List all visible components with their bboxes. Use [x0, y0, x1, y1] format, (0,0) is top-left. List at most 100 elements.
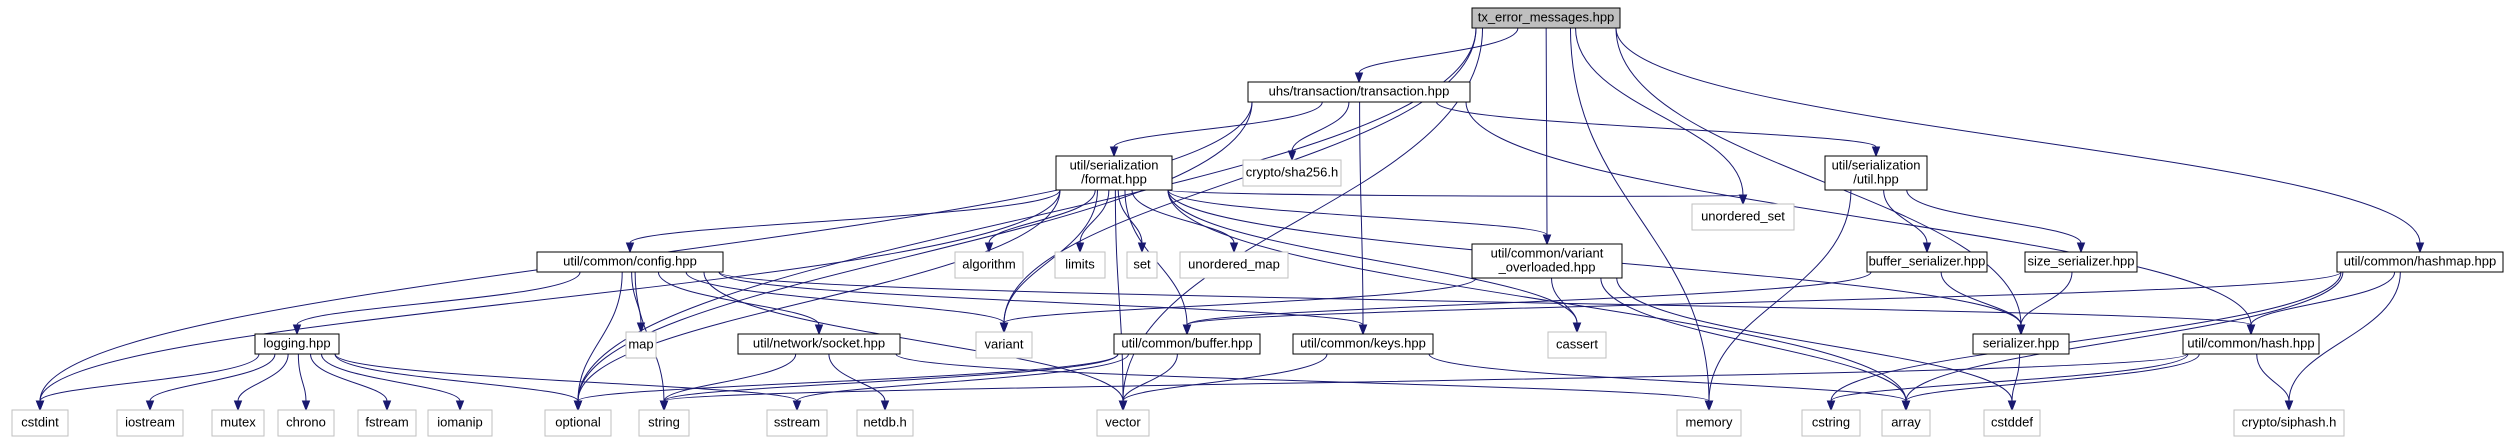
- arrowhead-variant_overloaded-to-cassert: [1572, 322, 1582, 334]
- node-transaction[interactable]: uhs/transaction/transaction.hpp: [1247, 81, 1471, 103]
- edge-config-to-keys: [718, 271, 1364, 326]
- arrowhead-format-to-variant_overloaded: [1542, 234, 1552, 246]
- node-serializer[interactable]: serializer.hpp: [1972, 333, 2070, 355]
- edge-transaction-to-sha256: [1291, 101, 1350, 152]
- edge-keys-to-vector: [1122, 353, 1328, 402]
- edge-socket-to-string: [663, 353, 797, 402]
- node-box: [2024, 251, 2138, 273]
- node-box: [1054, 251, 1106, 279]
- node-tx-error[interactable]: tx_error_messages.hpp: [1471, 7, 1621, 29]
- node-box: [211, 409, 265, 437]
- node-label: util/serialization: [1070, 157, 1159, 172]
- node-box: [766, 409, 828, 437]
- node-hash[interactable]: util/common/hash.hpp: [2182, 333, 2320, 355]
- node-box: [856, 409, 914, 437]
- node-label: algorithm: [962, 256, 1015, 271]
- node-config[interactable]: util/common/config.hpp: [536, 251, 724, 273]
- node-siphash: crypto/siphash.h: [2233, 409, 2345, 437]
- node-label: array: [1891, 414, 1921, 429]
- arrowhead-variant_overloaded-to-variant: [999, 322, 1009, 334]
- edge-tx_error-to-serializer: [1615, 27, 2022, 326]
- edge-socket-to-memory: [895, 353, 1710, 402]
- node-box: [1691, 203, 1795, 231]
- node-label: vector: [1105, 414, 1141, 429]
- edge-logging-to-sstream: [334, 353, 798, 402]
- edge-hashmap-to-hash: [2250, 271, 2396, 326]
- arrowhead-hash-to-array: [1901, 400, 1911, 412]
- edge-format-to-variant: [1003, 189, 1098, 324]
- node-cassert: cassert: [1547, 331, 1607, 359]
- node-netdb: netdb.h: [856, 409, 914, 437]
- node-unordered-map: unordered_map: [1179, 251, 1289, 279]
- edge-format-to-config: [629, 189, 1061, 244]
- node-format[interactable]: util/serialization/format.hpp: [1055, 155, 1173, 191]
- node-label: tx_error_messages.hpp: [1478, 9, 1615, 24]
- edge-hash-to-cstring: [1830, 353, 2189, 402]
- edge-buffer-to-sstream: [796, 353, 1129, 402]
- edge-socket-to-netdb: [828, 353, 886, 402]
- node-label: uhs/transaction/transaction.hpp: [1269, 83, 1450, 98]
- node-algorithm: algorithm: [954, 251, 1024, 279]
- edge-format-to-algorithm: [988, 189, 1096, 244]
- node-box: [1471, 243, 1623, 279]
- edge-buffer_serializer-to-buffer: [1186, 271, 1872, 326]
- arrowhead-logging-to-fstream: [382, 400, 392, 412]
- node-array: array: [1881, 409, 1931, 437]
- node-set: set: [1126, 251, 1158, 279]
- node-label: variant: [984, 336, 1023, 351]
- edge-transaction-to-hash: [1465, 101, 2252, 326]
- node-socket[interactable]: util/network/socket.hpp: [737, 333, 901, 355]
- node-box: [954, 251, 1024, 279]
- node-buffer[interactable]: util/common/buffer.hpp: [1113, 333, 1261, 355]
- node-keys[interactable]: util/common/keys.hpp: [1292, 333, 1434, 355]
- edge-logging-to-iostream: [149, 353, 276, 402]
- nodes-layer: tx_error_messages.hpp uhs/transaction/tra…: [11, 7, 2504, 437]
- node-box: [254, 333, 340, 355]
- node-hashmap[interactable]: util/common/hashmap.hpp: [2336, 251, 2504, 273]
- node-box: [1866, 251, 1988, 273]
- edge-logging-to-iomanip: [320, 353, 461, 402]
- node-box: [2233, 409, 2345, 437]
- edge-tx_error-to-variant_overloaded: [1545, 27, 1548, 236]
- edge-size_serializer-to-serializer: [2020, 271, 2073, 326]
- node-logging[interactable]: logging.hpp: [254, 333, 340, 355]
- arrowhead-format-to-config: [625, 242, 635, 254]
- arrowhead-buffer-to-optional: [573, 400, 583, 412]
- edge-hash-to-string: [663, 353, 2188, 402]
- node-box: [2182, 333, 2320, 355]
- edge-config-to-map: [631, 271, 642, 324]
- node-variant-overloaded[interactable]: util/common/variant_overloaded.hpp: [1471, 243, 1623, 279]
- edge-config-to-hash: [718, 271, 2252, 326]
- arrowhead-logging-to-iostream: [145, 400, 155, 412]
- node-label: sstream: [774, 414, 820, 429]
- node-label: limits: [1065, 256, 1095, 271]
- node-cstddef: cstddef: [1983, 409, 2041, 437]
- edge-buffer-to-optional: [577, 353, 1119, 402]
- arrowhead-format-to-algorithm: [984, 242, 994, 254]
- node-label: chrono: [286, 414, 326, 429]
- node-label: size_serializer.hpp: [2028, 253, 2135, 268]
- edge-hashmap-to-array: [1905, 271, 2344, 402]
- node-label: util/common/hashmap.hpp: [2344, 253, 2496, 268]
- arrowhead-format-to-unordered_set: [1738, 194, 1748, 206]
- node-label: util/common/variant: [1491, 245, 1604, 260]
- node-box: [1247, 81, 1471, 103]
- arrowhead-transaction-to-sha256: [1287, 150, 1297, 162]
- node-box: [11, 409, 69, 437]
- node-size-serializer[interactable]: size_serializer.hpp: [2024, 251, 2138, 273]
- edge-logging-to-chrono: [297, 353, 307, 402]
- arrowhead-buffer_serializer-to-buffer: [1182, 324, 1192, 336]
- node-optional: optional: [544, 409, 612, 437]
- node-label: serializer.hpp: [1983, 335, 2060, 350]
- node-label: unordered_set: [1701, 208, 1785, 223]
- edge-ser_util-to-memory: [1708, 189, 1852, 402]
- node-variant: variant: [975, 331, 1033, 359]
- node-mutex: mutex: [211, 409, 265, 437]
- node-label: netdb.h: [863, 414, 906, 429]
- node-ser-util[interactable]: util/serialization/util.hpp: [1824, 155, 1928, 191]
- edge-hashmap-to-buffer: [1186, 271, 2342, 326]
- edge-logging-to-optional: [334, 353, 579, 402]
- node-limits: limits: [1054, 251, 1106, 279]
- node-buffer-serializer[interactable]: buffer_serializer.hpp: [1866, 251, 1988, 273]
- edge-config-to-vector: [703, 271, 1124, 402]
